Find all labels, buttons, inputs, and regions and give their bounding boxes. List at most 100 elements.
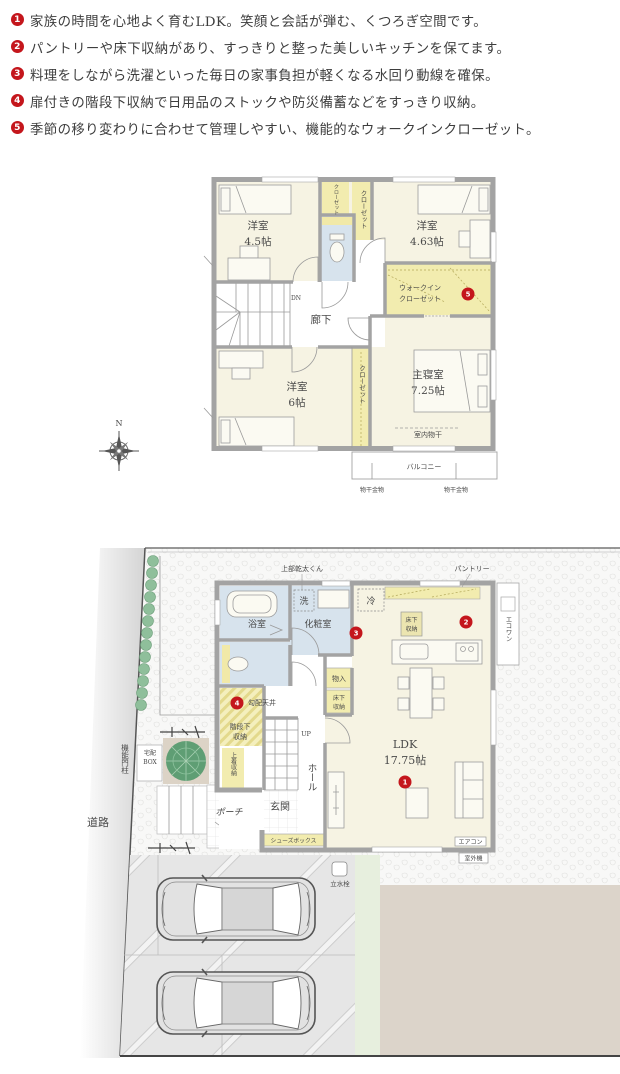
walk-in-closet <box>385 264 492 315</box>
lot-shadow <box>80 548 145 1058</box>
feature-list: 1 家族の時間を心地よく育むLDK。笑顔と会話が弾む、くつろぎ空間です。 2 パ… <box>11 6 540 141</box>
outdoor-unit-label: 室外機 <box>464 855 482 863</box>
drying-hardware-label: 物干金物 <box>444 486 468 494</box>
road-label: 道路 <box>87 815 109 829</box>
feature-text: 季節の移り変わりに合わせて管理しやすい、機能的なウォークインクローゼット。 <box>30 122 540 138</box>
furniture-2f <box>218 184 491 447</box>
entrance-label: 玄関 <box>270 800 290 813</box>
entrance-floor <box>264 790 298 832</box>
coat-storage-label: 上着収納 <box>230 751 237 777</box>
balcony-label: バルコニー <box>407 463 442 471</box>
under-stairs-storage <box>220 688 264 746</box>
marker-number: 2 <box>464 619 469 627</box>
stairs-direction-label: UP <box>301 730 311 738</box>
hall-underfloor-label: 床下 <box>333 694 345 702</box>
ldk-label: LDK <box>393 738 418 751</box>
dryer-label: 上部乾太くん <box>281 564 323 573</box>
room-name: 洋室 <box>417 219 438 232</box>
tree-icon <box>166 741 206 781</box>
closet-label: クローゼット <box>359 190 367 230</box>
hedge <box>135 555 159 711</box>
gravel-strip <box>380 855 620 885</box>
porch-label: ポーチ <box>215 807 243 818</box>
shoe-box-label: シューズボックス <box>271 837 317 845</box>
ldk-size: 17.75帖 <box>384 754 427 767</box>
marker-3: 3 <box>349 626 363 640</box>
hallway-label: 廊下 <box>311 313 332 326</box>
walls-2f <box>203 176 497 452</box>
closet-label: クローゼット <box>358 365 366 405</box>
room-size: 4.63帖 <box>410 235 444 248</box>
marker-number: 1 <box>403 779 408 787</box>
feature-text: 扉付きの階段下収納で日用品のストックや防災備蓄などをすっきり収納。 <box>30 95 485 111</box>
feature-text: 料理をしながら洗濯といった毎日の家事負担が軽くなる水回り動線を確保。 <box>30 68 499 84</box>
pantry-label: パントリー <box>454 565 489 573</box>
room-size: 6帖 <box>288 396 306 409</box>
indoor-drying-label: 室内物干 <box>414 430 442 439</box>
room-name: 洋室 <box>287 380 308 393</box>
floor-2-plan: バルコニー 物干金物 物干金物 洋室 4.5帖 洋室 4.63帖 洋室 6帖 主… <box>203 176 498 494</box>
feature-text: パントリーや床下収納があり、すっきりと整った美しいキッチンを保てます。 <box>30 41 511 57</box>
lawn-strip <box>355 855 380 1056</box>
closet-label: クローゼット <box>333 184 339 216</box>
room-name: 主寝室 <box>412 368 444 381</box>
hall-label: ホール <box>306 763 318 792</box>
feature-item: 2 パントリーや床下収納があり、すっきりと整った美しいキッチンを保てます。 <box>11 33 540 60</box>
marker-2: 2 <box>459 615 473 629</box>
bicycle-icon <box>148 841 195 855</box>
washer-label: 洗 <box>299 595 308 607</box>
walk-in-closet-label: ウォークイン <box>399 284 441 292</box>
stairs-1f <box>264 718 298 790</box>
faucet-icon <box>331 861 348 877</box>
stairs-area <box>216 283 290 346</box>
balcony: バルコニー 物干金物 物干金物 <box>351 451 498 494</box>
garden-area <box>380 885 620 1056</box>
aircon-label: エアコン <box>458 839 482 846</box>
under-stairs-label: 収納 <box>233 732 247 741</box>
kitchen-underfloor-label: 収納 <box>405 625 417 633</box>
feature-item: 5 季節の移り変わりに合わせて管理しやすい、機能的なウォークインクローゼット。 <box>11 114 540 141</box>
toilet-shelf <box>322 217 352 225</box>
closet-a <box>322 182 349 215</box>
feature-text: 家族の時間を心地よく育むLDK。笑顔と会話が弾む、くつろぎ空間です。 <box>30 14 487 30</box>
closet-b <box>352 182 372 240</box>
marker-badge: 3 <box>11 67 24 80</box>
entry-steps <box>156 785 208 835</box>
delivery-box-label: BOX <box>143 759 157 766</box>
marker-5: 5 <box>461 287 475 301</box>
feature-item: 1 家族の時間を心地よく育むLDK。笑顔と会話が弾む、くつろぎ空間です。 <box>11 6 540 33</box>
marker-badge: 2 <box>11 40 24 53</box>
powder-room-label: 化粧室 <box>304 618 331 630</box>
coat-storage <box>222 748 244 790</box>
feature-item: 3 料理をしながら洗濯といった毎日の家事負担が軽くなる水回り動線を確保。 <box>11 60 540 87</box>
floor-1-plan: エアコン 室外機 上部乾太くん パントリー 浴室 洗 化粧室 冷 床下 収納 エ… <box>214 564 520 864</box>
bathroom-label: 浴室 <box>248 618 266 630</box>
storage-label: 物入 <box>332 674 346 683</box>
drying-hardware-label: 物干金物 <box>360 486 384 494</box>
room-size: 4.5帖 <box>244 235 272 248</box>
stairs-direction-label: DN <box>291 295 301 302</box>
marker-number: 3 <box>354 630 359 638</box>
walk-in-closet-label: クローゼット <box>399 294 441 303</box>
room-size: 7.25帖 <box>411 384 445 397</box>
car-icon <box>156 968 316 1038</box>
feature-item: 4 扉付きの階段下収納で日用品のストックや防災備蓄などをすっきり収納。 <box>11 87 540 114</box>
faucet-label: 立水栓 <box>330 879 350 888</box>
room-name: 洋室 <box>248 219 269 232</box>
fridge-label: 冷 <box>366 595 375 607</box>
marker-number: 5 <box>466 291 471 299</box>
hall-underfloor-label: 収納 <box>333 703 345 711</box>
furniture-1f <box>226 582 520 829</box>
toilet-shelf <box>222 645 230 683</box>
walls-1f <box>214 573 497 853</box>
compass-north-label: N <box>116 419 123 428</box>
eco-unit-label: エコワン <box>504 616 512 642</box>
gatepost <box>136 744 163 782</box>
gatepost-label: 機能門柱 <box>120 743 129 776</box>
kitchen-underfloor-label: 床下 <box>405 616 417 624</box>
delivery-box-label: 宅配 <box>144 749 156 757</box>
stairs-2f <box>215 283 290 347</box>
marker-number: 4 <box>235 700 240 708</box>
compass: N <box>99 419 139 471</box>
